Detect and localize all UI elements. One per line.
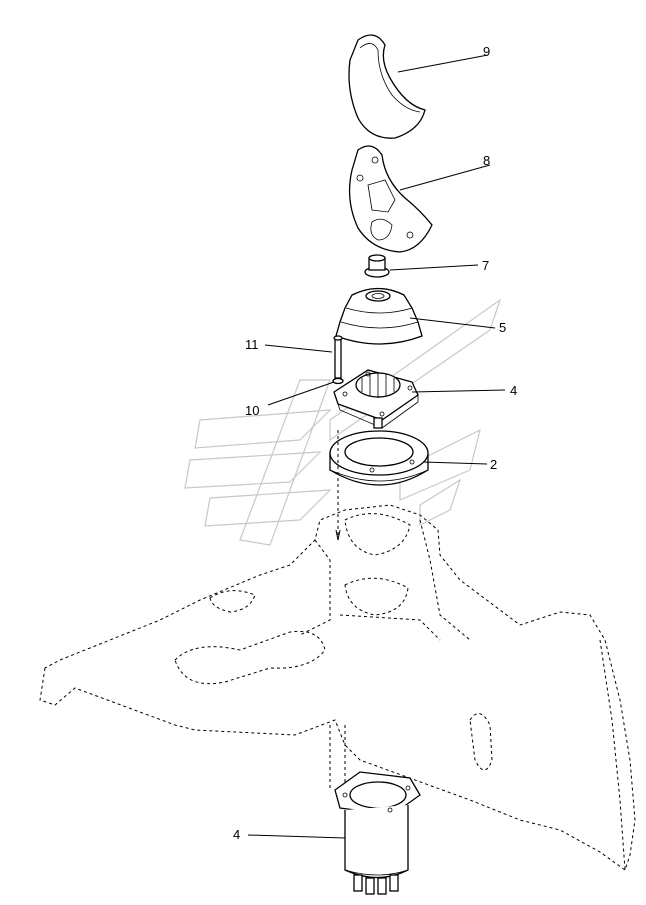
part-9-grip-cover	[348, 34, 489, 139]
callout-7: 7	[482, 258, 489, 273]
assembly-axis-arrow	[335, 529, 341, 541]
callout-8: 8	[483, 153, 490, 168]
part-4-joystick-unit-lower	[247, 771, 421, 895]
watermark-logo-icon	[184, 298, 502, 546]
callout-5: 5	[499, 320, 506, 335]
part-8-handle-housing	[348, 145, 491, 253]
part-2-mounting-ring	[329, 430, 488, 486]
callout-2: 2	[490, 457, 497, 472]
part-4-joystick-unit-upper	[333, 369, 506, 429]
part-11-bolt	[264, 335, 343, 379]
frame-outline	[39, 504, 636, 871]
part-10-washer	[267, 377, 344, 406]
part-7-nut	[364, 254, 479, 278]
callout-4-upper: 4	[510, 383, 517, 398]
callout-11: 11	[245, 337, 259, 352]
part-5-bellows-boot	[335, 287, 496, 345]
callout-10: 10	[245, 403, 259, 418]
callout-9: 9	[483, 44, 490, 59]
callout-4-lower: 4	[233, 827, 240, 842]
